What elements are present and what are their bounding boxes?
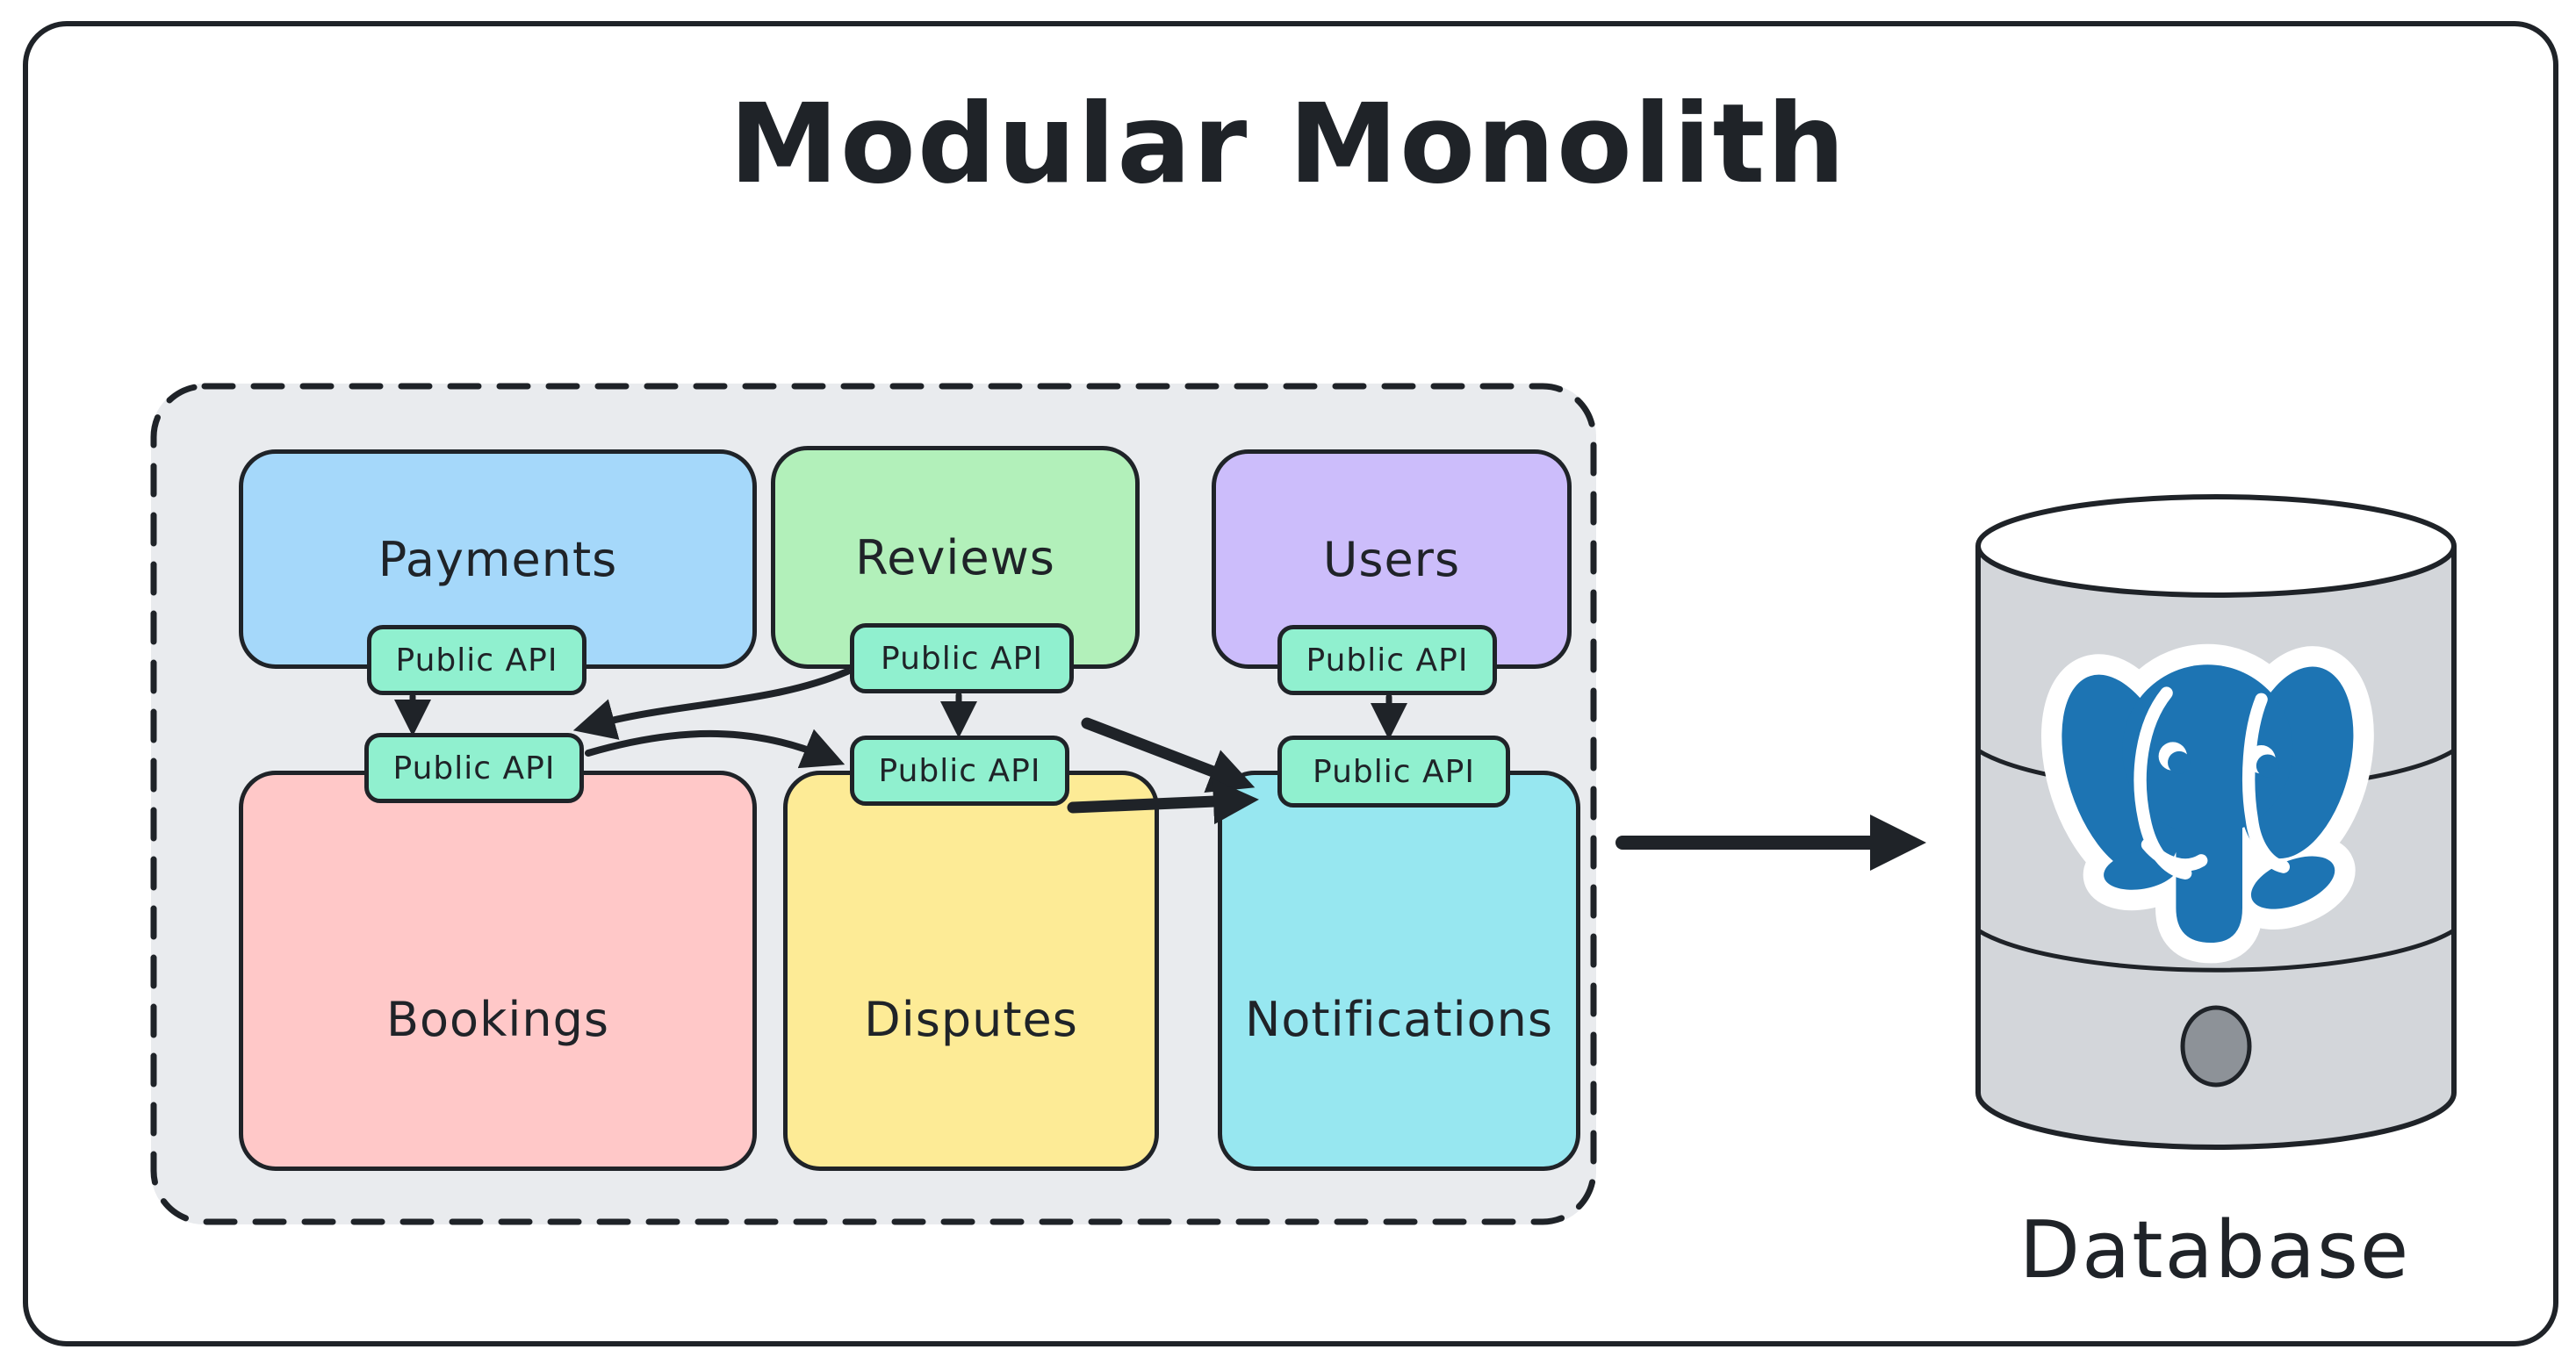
module-bookings: Bookings bbox=[239, 771, 757, 1171]
module-disputes: Disputes bbox=[783, 771, 1159, 1171]
diagram-title: Modular Monolith bbox=[729, 81, 1847, 208]
module-notifications: Notifications bbox=[1218, 771, 1580, 1171]
users-public-api-badge: Public API bbox=[1277, 625, 1497, 695]
disputes-public-api-badge: Public API bbox=[850, 736, 1069, 806]
database-label: Database bbox=[2018, 1204, 2411, 1296]
bookings-public-api-label: Public API bbox=[392, 750, 556, 786]
reviews-public-api-badge: Public API bbox=[850, 623, 1074, 693]
module-notifications-label: Notifications bbox=[1245, 991, 1553, 1047]
disputes-public-api-label: Public API bbox=[878, 752, 1041, 789]
reviews-public-api-label: Public API bbox=[881, 640, 1043, 677]
module-payments-label: Payments bbox=[378, 531, 618, 587]
module-bookings-label: Bookings bbox=[385, 991, 610, 1047]
module-disputes-label: Disputes bbox=[864, 991, 1078, 1047]
payments-public-api-badge: Public API bbox=[367, 625, 586, 695]
payments-public-api-label: Public API bbox=[395, 642, 558, 678]
module-reviews-label: Reviews bbox=[855, 529, 1055, 585]
module-users-label: Users bbox=[1322, 531, 1461, 587]
bookings-public-api-badge: Public API bbox=[364, 733, 584, 803]
users-public-api-label: Public API bbox=[1306, 642, 1469, 678]
notifications-public-api-label: Public API bbox=[1313, 753, 1475, 790]
notifications-public-api-badge: Public API bbox=[1277, 736, 1510, 808]
outer-frame bbox=[23, 21, 2558, 1346]
